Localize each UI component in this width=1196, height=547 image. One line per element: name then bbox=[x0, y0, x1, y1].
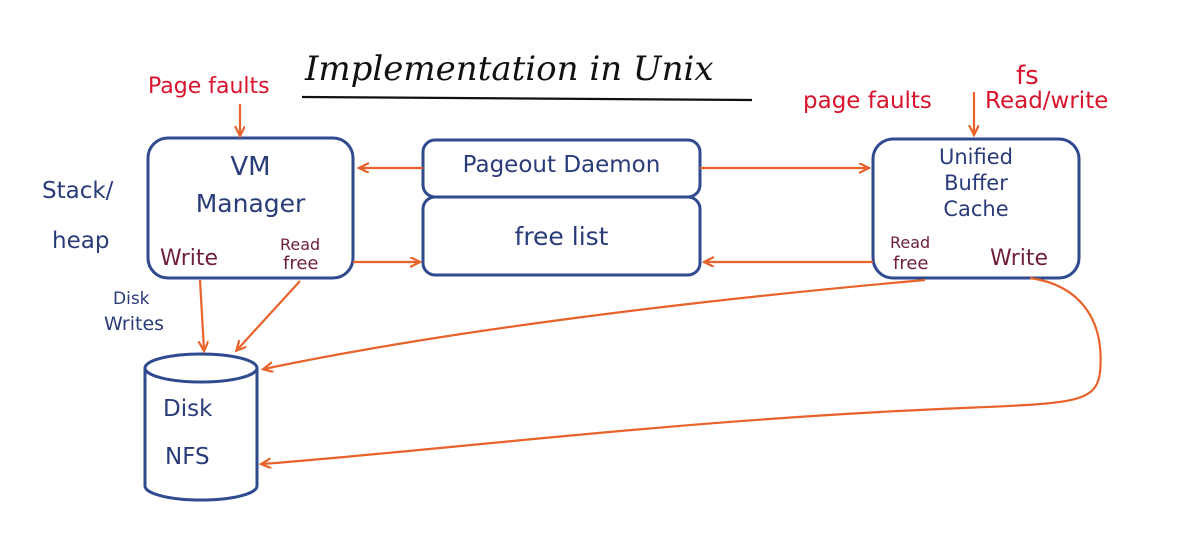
read-write-label: Read/write bbox=[985, 88, 1109, 114]
ubc-write-label: Write bbox=[990, 246, 1049, 271]
title-underline bbox=[301, 95, 753, 102]
arrow-vm-write-to-disk bbox=[200, 279, 204, 350]
arrow-ubc-write-to-disk bbox=[262, 276, 1102, 464]
page-faults-label-left: Page faults bbox=[148, 74, 270, 99]
vm-write-label: Write bbox=[160, 246, 219, 271]
vm-manager-box bbox=[146, 136, 355, 280]
diagram-title: Implementation in Unix bbox=[305, 49, 714, 89]
page-faults-label-right: page faults bbox=[803, 88, 932, 114]
disk-cylinder bbox=[143, 352, 259, 502]
arrow-vm-read-to-disk bbox=[237, 280, 301, 350]
vm-read-label: Read bbox=[280, 235, 321, 254]
ubc-line2: Buffer bbox=[944, 171, 1008, 195]
ubc-free-label: free bbox=[893, 253, 929, 274]
disk-writes-label-line1: Disk bbox=[113, 289, 150, 309]
unified-buffer-cache-box bbox=[871, 137, 1081, 280]
disk-label: Disk bbox=[163, 396, 213, 422]
nfs-label: NFS bbox=[165, 444, 210, 470]
arrow-ubc-read-to-disk bbox=[264, 278, 926, 369]
ubc-line1: Unified bbox=[939, 145, 1013, 169]
vm-manager-title: VM bbox=[230, 152, 271, 182]
fs-label: fs bbox=[1016, 61, 1039, 91]
ubc-read-label: Read bbox=[890, 233, 931, 252]
vm-manager-subtitle: Manager bbox=[195, 189, 306, 218]
free-list-box bbox=[421, 195, 702, 277]
disk-writes-label-line2: Writes bbox=[104, 313, 165, 335]
stack-label: Stack/ bbox=[42, 178, 114, 204]
pageout-daemon-label: Pageout Daemon bbox=[462, 152, 661, 178]
ubc-line3: Cache bbox=[943, 197, 1009, 221]
free-list-label: free list bbox=[514, 222, 609, 251]
heap-label: heap bbox=[52, 228, 110, 254]
vm-free-label: free bbox=[283, 253, 319, 274]
